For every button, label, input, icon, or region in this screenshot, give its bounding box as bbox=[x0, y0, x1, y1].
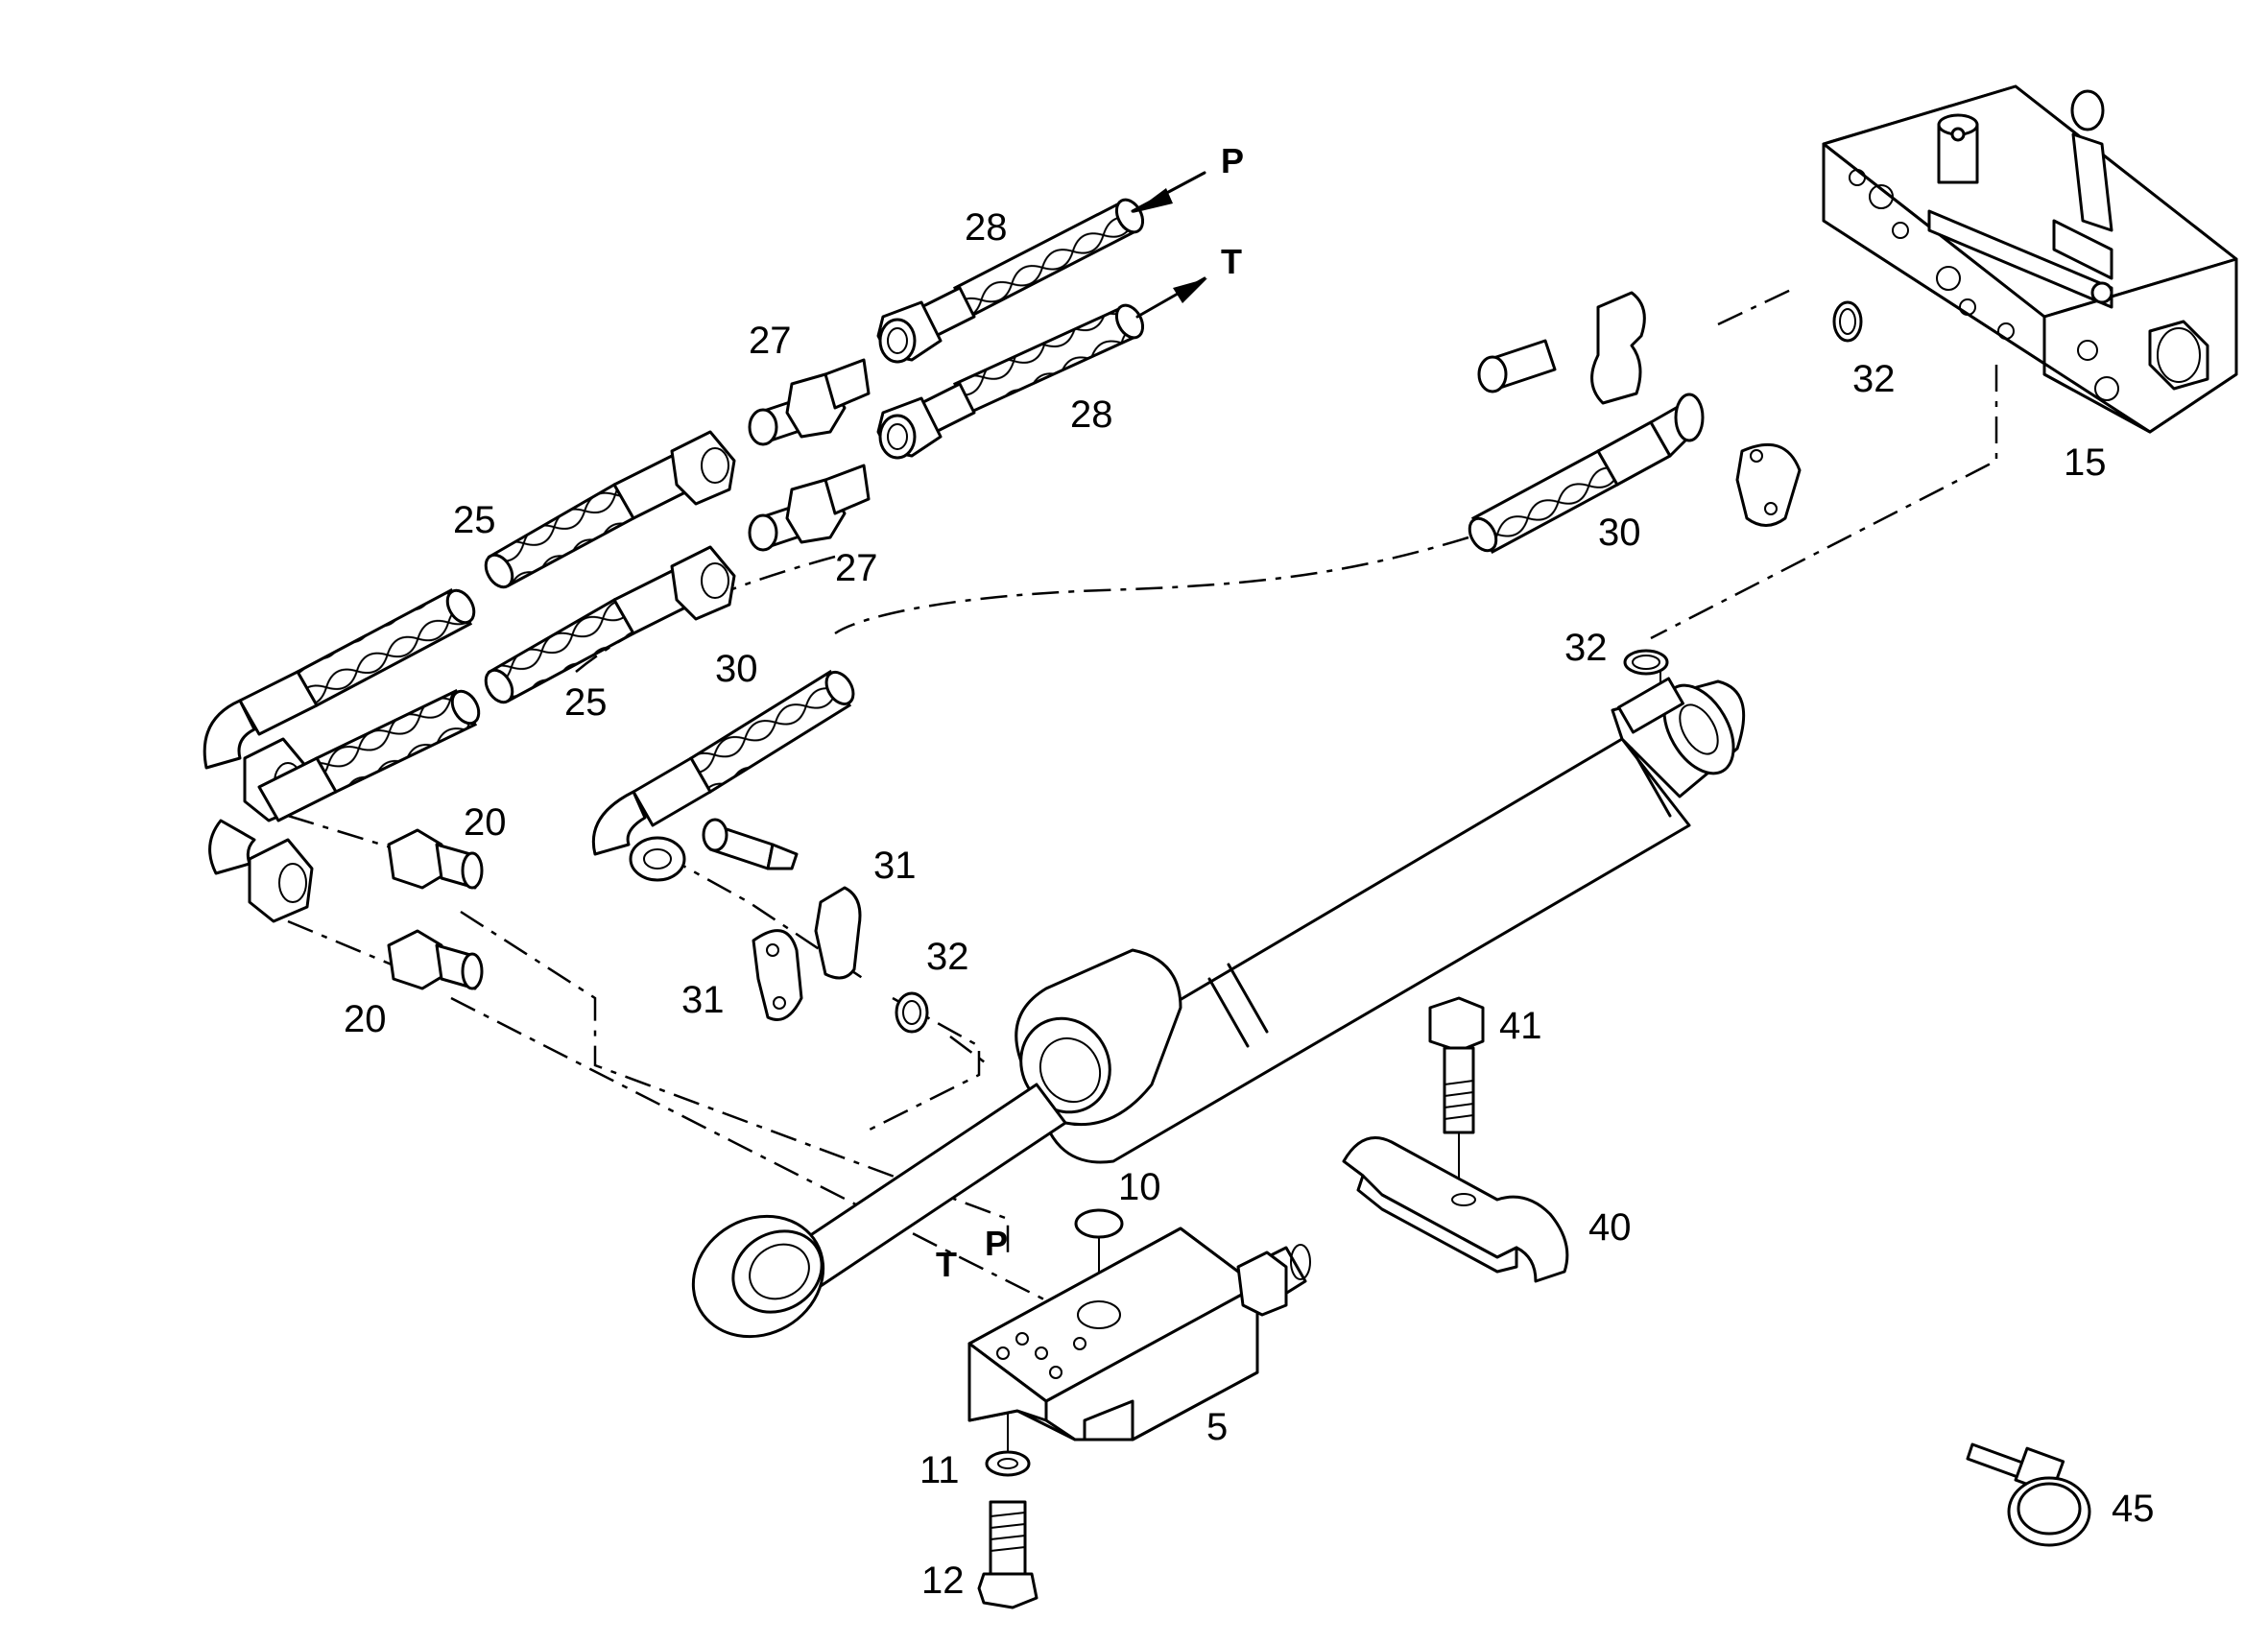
label-part-15: 15 bbox=[2064, 441, 2107, 484]
hose-28-upper bbox=[876, 171, 1206, 364]
label-part-27-lower: 27 bbox=[835, 547, 878, 589]
hose-30-left bbox=[591, 669, 855, 882]
label-part-5: 5 bbox=[1206, 1406, 1228, 1448]
label-port-pressure-top: P bbox=[1221, 141, 1244, 180]
flange-31-top-right bbox=[1477, 291, 1646, 405]
adapter-27-lower bbox=[748, 464, 871, 552]
flange-31-right bbox=[1735, 442, 1802, 527]
label-part-31-upper: 31 bbox=[873, 845, 917, 887]
label-part-40: 40 bbox=[1588, 1206, 1632, 1249]
flange-31-center bbox=[702, 818, 862, 980]
adapter-27-upper bbox=[748, 358, 871, 446]
label-part-28-lower: 28 bbox=[1070, 393, 1113, 436]
washer-11 bbox=[985, 1450, 1031, 1477]
bolt-12 bbox=[977, 1500, 1039, 1609]
valve-block-15 bbox=[1822, 84, 2238, 434]
clamp-40 bbox=[1342, 1136, 1569, 1283]
hose-28-lower bbox=[876, 276, 1207, 460]
port-labels: P T P T bbox=[936, 141, 1244, 1284]
label-part-28-upper: 28 bbox=[965, 206, 1008, 249]
label-part-20-upper: 20 bbox=[464, 801, 507, 844]
hose-25-upper bbox=[484, 430, 736, 589]
label-part-11: 11 bbox=[919, 1449, 960, 1491]
label-part-32-center: 32 bbox=[1564, 627, 1608, 669]
o-ring-32-center bbox=[1623, 649, 1669, 676]
bolt-41 bbox=[1428, 996, 1485, 1134]
o-ring-32-top bbox=[1832, 300, 1863, 343]
label-part-25-lower: 25 bbox=[564, 681, 608, 724]
label-part-32-top: 32 bbox=[1852, 358, 1896, 400]
label-part-32-left: 32 bbox=[926, 936, 969, 978]
valve-block-5 bbox=[967, 1227, 1311, 1441]
label-port-pressure-block: P bbox=[985, 1224, 1008, 1263]
hose-25-lower bbox=[484, 545, 736, 704]
label-part-30-right: 30 bbox=[1598, 512, 1641, 554]
label-port-tank-block: T bbox=[936, 1245, 957, 1284]
label-part-27-upper: 27 bbox=[749, 320, 792, 362]
label-part-20-lower: 20 bbox=[344, 998, 387, 1040]
label-part-45: 45 bbox=[2112, 1488, 2155, 1530]
label-part-31-lower: 31 bbox=[681, 979, 725, 1021]
label-part-12: 12 bbox=[921, 1560, 965, 1602]
label-part-41: 41 bbox=[1499, 1005, 1542, 1047]
cable-tie-45 bbox=[1966, 1442, 2091, 1547]
label-part-30-left: 30 bbox=[715, 648, 758, 690]
label-part-25-upper: 25 bbox=[453, 499, 496, 541]
o-ring-10 bbox=[1074, 1208, 1124, 1239]
hose-30-right bbox=[1468, 393, 1705, 555]
elbow-hose-lower bbox=[208, 689, 481, 923]
flange-31-left bbox=[752, 929, 803, 1021]
label-port-tank-top: T bbox=[1221, 242, 1242, 281]
part-labels: 28 28 27 27 25 25 30 30 20 20 31 31 32 3… bbox=[344, 206, 2155, 1602]
adapter-20-lower bbox=[387, 929, 484, 990]
hydraulic-cylinder bbox=[691, 677, 1746, 1339]
adapter-20-upper bbox=[387, 828, 484, 890]
label-part-10: 10 bbox=[1118, 1166, 1161, 1208]
o-ring-32-left bbox=[895, 991, 929, 1034]
